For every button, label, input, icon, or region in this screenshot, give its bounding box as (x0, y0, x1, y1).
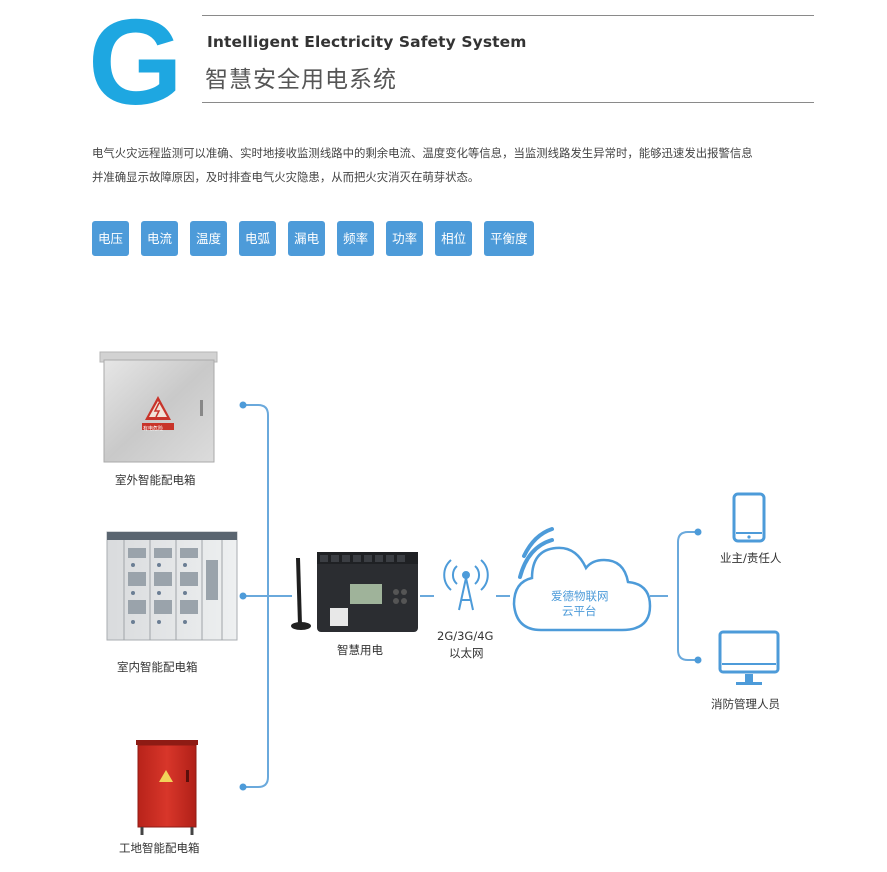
label-cloud-1: 爱德物联网 (551, 589, 609, 603)
description: 电气火灾远程监测可以准确、实时地接收监测线路中的剩余电流、温度变化等信息，当监测… (92, 141, 832, 189)
tag-power: 功率 (386, 221, 424, 256)
title-chinese: 智慧安全用电系统 (205, 67, 397, 93)
tag-frequency: 频率 (337, 221, 375, 256)
connector-lines (244, 404, 696, 788)
label-site-box: 工地智能配电箱 (119, 841, 200, 855)
tag-voltage: 电压 (92, 221, 130, 256)
dot (694, 656, 702, 664)
label-network-1: 2G/3G/4G (437, 629, 494, 643)
description-line-1: 电气火灾远程监测可以准确、实时地接收监测线路中的剩余电流、温度变化等信息，当监测… (92, 146, 753, 160)
dot (694, 528, 702, 536)
monitor-icon (718, 630, 780, 685)
description-line-2: 并准确显示故障原因，及时排查电气火灾隐患，从而把火灾消灭在萌芽状态。 (92, 170, 480, 184)
label-indoor-box: 室内智能配电箱 (117, 660, 198, 674)
title-english: Intelligent Electricity Safety System (207, 33, 527, 51)
section-letter: G (88, 0, 183, 130)
label-network-2: 以太网 (449, 646, 484, 660)
label-outdoor-box: 室外智能配电箱 (115, 473, 196, 487)
dot (239, 592, 247, 600)
signal-tower-icon (443, 559, 489, 611)
site-box-image (136, 740, 198, 835)
connector-dots (239, 401, 702, 791)
dot (239, 783, 247, 791)
warning-label: 有电危险 (143, 426, 164, 432)
smart-meter-image (291, 552, 418, 632)
tag-balance: 平衡度 (484, 221, 534, 256)
cloud-icon (512, 527, 652, 632)
outdoor-box-image (99, 351, 218, 463)
indoor-cabinet-image (106, 531, 238, 641)
feature-tags: 电压 电流 温度 电弧 漏电 频率 功率 相位 平衡度 (92, 221, 534, 256)
tag-arc: 电弧 (239, 221, 277, 256)
top-rule (202, 15, 814, 16)
label-smart-device: 智慧用电 (337, 643, 383, 657)
dot (239, 401, 247, 409)
tag-temperature: 温度 (190, 221, 228, 256)
label-cloud-2: 云平台 (562, 604, 597, 618)
phone-icon (732, 492, 766, 543)
tag-phase: 相位 (435, 221, 473, 256)
tag-current: 电流 (141, 221, 179, 256)
label-fire-manager: 消防管理人员 (711, 697, 780, 711)
tag-leakage: 漏电 (288, 221, 326, 256)
label-owner: 业主/责任人 (720, 551, 782, 565)
bottom-rule (202, 102, 814, 103)
